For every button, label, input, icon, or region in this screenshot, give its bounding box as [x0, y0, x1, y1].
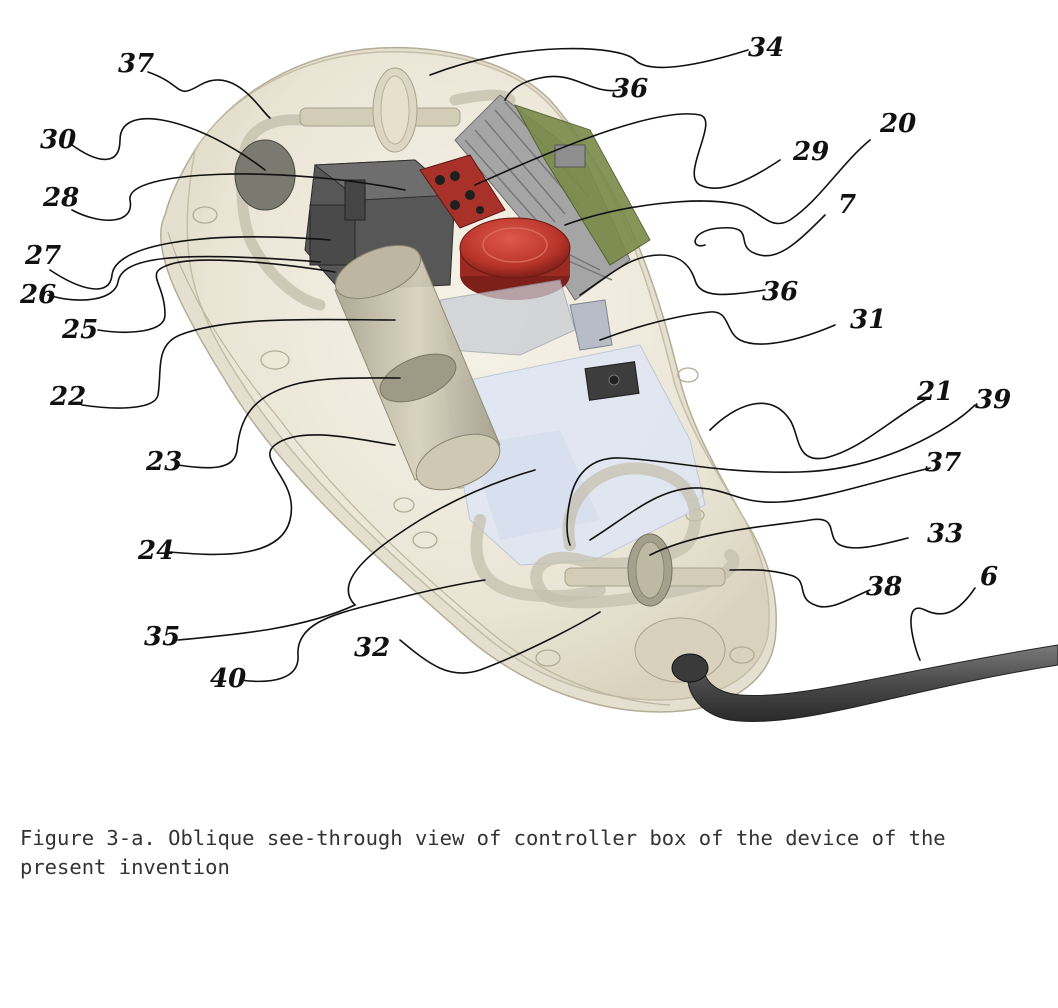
tube-loop	[530, 462, 740, 609]
leader-6	[910, 587, 976, 661]
red-pcb	[419, 154, 506, 229]
leader-25	[97, 259, 336, 333]
leader-27	[49, 236, 331, 290]
ref-label: 29	[792, 137, 829, 167]
figure-caption: Figure 3-a. Oblique see-through view of …	[20, 826, 946, 879]
lower-filter	[564, 533, 726, 607]
leader-21	[709, 399, 926, 460]
ref-label: 30	[40, 125, 76, 155]
leader-36b	[579, 254, 766, 296]
ref-label: 28	[42, 183, 79, 213]
ref-label: 7	[838, 190, 856, 220]
green-pcb	[513, 104, 651, 266]
leader-33	[649, 518, 909, 556]
heatsink	[454, 94, 631, 301]
ref-label: 24	[137, 536, 174, 566]
ref-label: 31	[850, 305, 886, 335]
ref-label: 37	[118, 49, 154, 79]
leader-32	[399, 611, 601, 674]
ref-label: 23	[145, 447, 182, 477]
sensor	[569, 299, 640, 401]
ref-label: 34	[748, 33, 784, 63]
ref-label: 20	[879, 109, 916, 139]
leader-22	[81, 318, 396, 409]
cylinder-pump	[334, 245, 501, 491]
leader-24	[169, 434, 396, 556]
ref-label: 37	[925, 448, 961, 478]
leader-39	[566, 404, 976, 546]
ref-label: 21	[916, 377, 953, 407]
leader-26	[47, 255, 321, 301]
reference-labels: 37 34 36 30 20 29 28 7 27 36 26 25 31 22…	[19, 33, 1011, 694]
housing-base-edge	[167, 231, 671, 706]
leader-34	[429, 47, 749, 76]
ref-label: 27	[24, 241, 61, 271]
leader-38	[729, 568, 871, 608]
ref-label: 33	[927, 519, 963, 549]
red-button	[459, 217, 571, 300]
leader-36a	[504, 75, 621, 101]
leader-35	[177, 469, 536, 641]
ref-label: 40	[210, 664, 246, 694]
controller-box-figure: 37 34 36 30 20 29 28 7 27 36 26 25 31 22…	[19, 33, 1058, 723]
leader-7	[694, 214, 826, 257]
upper-tube	[236, 89, 516, 311]
leader-23	[177, 377, 401, 469]
ref-label: 36	[612, 74, 648, 104]
leader-lines	[47, 47, 976, 683]
ref-label: 38	[866, 572, 902, 602]
leader-29	[474, 113, 781, 189]
leader-37a	[147, 71, 271, 119]
ref-label: 32	[354, 633, 390, 663]
ref-label: 22	[49, 382, 86, 412]
ref-label: 25	[61, 315, 98, 345]
ref-label: 39	[975, 385, 1011, 415]
cable	[634, 617, 1058, 723]
upper-filter	[299, 67, 461, 153]
leader-31	[599, 311, 836, 345]
leader-40	[239, 579, 486, 683]
ref-label: 35	[144, 622, 180, 652]
leader-30	[71, 118, 266, 171]
ref-label: 26	[19, 280, 56, 310]
leader-28	[71, 173, 406, 221]
ref-label: 36	[762, 277, 798, 307]
leader-37b	[589, 467, 931, 541]
ref-label: 6	[980, 562, 998, 592]
leader-20	[564, 139, 871, 226]
